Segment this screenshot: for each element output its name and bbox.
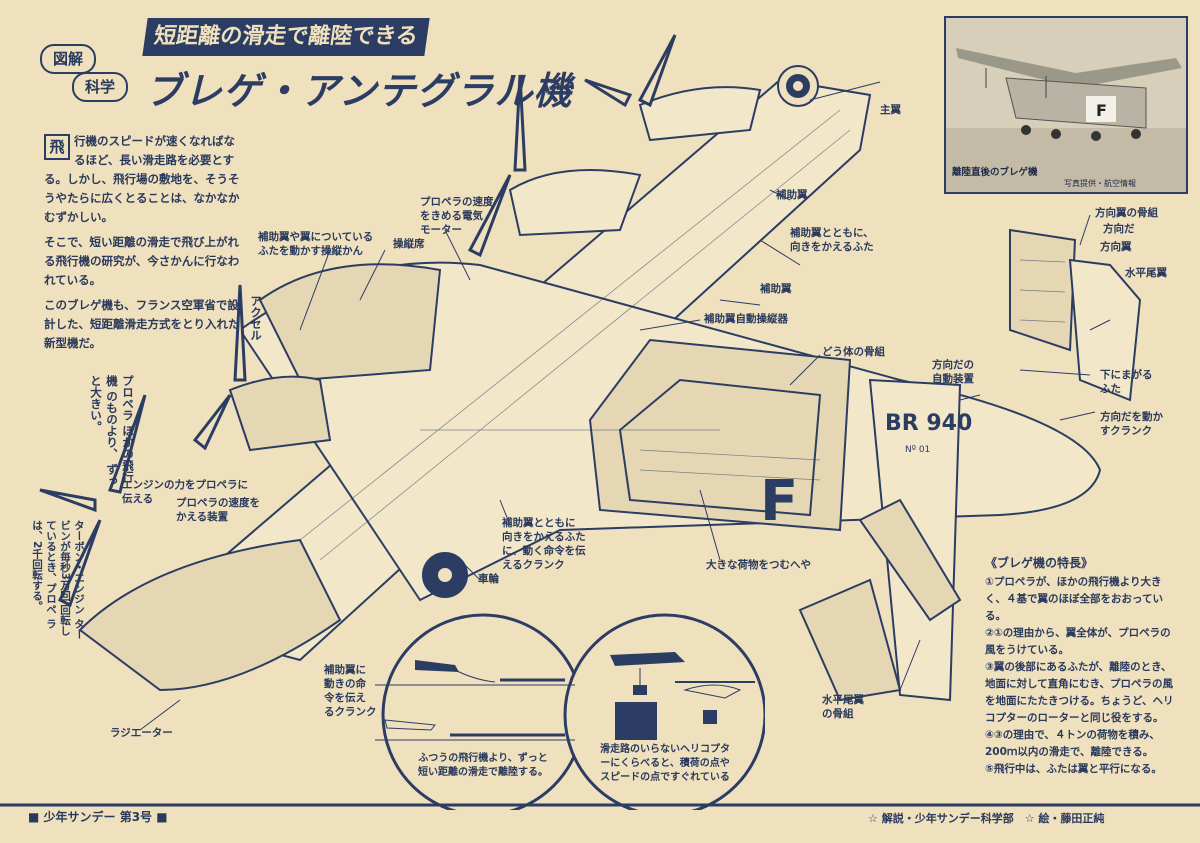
footer-rule [0, 803, 1200, 807]
label-turbine: ターボン・エンジン タービンが毎秒3万回 回転しているとき、プロペ ラは、2千回… [31, 520, 85, 640]
photo-credit: 写真提供・航空情報 [1064, 179, 1136, 188]
aircraft-photo-image: F [946, 18, 1186, 192]
svg-text:F: F [1096, 101, 1107, 120]
label-engine-power: エンジンの力をプロペラに 伝える [122, 479, 248, 505]
label-rudder: 方向だ [1103, 223, 1135, 235]
label-aux-autopilot: 補助翼自動操縦器 [704, 313, 788, 325]
comparison-circles [375, 613, 765, 810]
label-aux-wing-2: 補助翼 [760, 283, 792, 295]
aircraft-photo: F 離陸直後のブレゲ機 写真提供・航空情報 [944, 16, 1188, 194]
dropcap: 飛 [44, 134, 70, 160]
feature-item: ①プロペラが、ほかの飛行機より大きく、４基で翼のほぼ全部をおおっている。 [985, 576, 1163, 622]
intro-paragraph-2: そこで、短い距離の滑走で飛び上がれる飛行機の研究が、今さかんに行なわれている。 [44, 235, 240, 287]
footer-issue: ■ 少年サンデー 第3号 ■ [28, 810, 168, 824]
tail-letter: F [760, 469, 798, 534]
label-rudder-frame: 方向翼の骨組 [1095, 207, 1158, 219]
features-heading: 《ブレゲ機の特長》 [985, 556, 1094, 570]
photo-caption: 離陸直後のブレゲ機 [952, 167, 1038, 178]
footer-credits: ☆ 解説・少年サンデー科学部 ☆ 絵・藤田正純 [868, 812, 1105, 825]
label-vert-wing: 方向翼 [1100, 241, 1132, 253]
section-badge: 図解 科学 [34, 42, 128, 102]
feature-item: ②①の理由から、翼全体が、プロペラの風をうけている。 [985, 627, 1171, 656]
label-body-frame: どう体の骨組 [822, 346, 885, 358]
label-tail-frame: 水平尾翼 の骨組 [822, 694, 864, 720]
label-cockpit: 操縦席 [393, 238, 425, 250]
registration-small: Nº 01 [905, 445, 930, 455]
feature-item: ④③の理由で、４トンの荷物を積み、200ｍ以内の滑走で、離陸できる。 [985, 729, 1160, 758]
circle-right-caption: 滑走路のいらないヘリコプタ ーにくらべると、積荷の点や スピードの点ですぐれてい… [600, 744, 730, 783]
label-tailplane: 水平尾翼 [1125, 267, 1167, 279]
label-cargo: 大きな荷物をつむへや [706, 559, 811, 571]
features-list: 《ブレゲ機の特長》 ①プロペラが、ほかの飛行機より大きく、４基で翼のほぼ全部をお… [985, 555, 1175, 778]
label-main-wing: 主翼 [880, 104, 901, 116]
label-prop-motor: プロペラの速度 をきめる電気 モーター [420, 196, 494, 236]
label-bend-cover: 下にまがる ふた [1100, 369, 1153, 395]
page-title: ブレゲ・アンテグラル機 [145, 69, 573, 113]
label-aux-lever: 補助翼や翼についている ふたを動かす操縦かん [258, 231, 374, 257]
intro-text: 飛行機のスピードが速くなればなるほど、長い滑走路を必要とする。しかし、飛行場の敷… [44, 132, 244, 359]
label-rudder-crank: 方向だを動か すクランク [1100, 411, 1163, 437]
label-aux-cover: 補助翼とともに、 向きをかえるふた [790, 227, 874, 253]
circle-left-caption: ふつうの飛行機より、ずっと 短い距離の滑走で離陸する。 [418, 753, 548, 778]
label-rudder-auto: 方向だの 自動装置 [932, 359, 974, 385]
label-accel: アクセル [249, 295, 263, 341]
badge-bottom: 科学 [72, 72, 128, 102]
label-aux-wing-1: 補助翼 [776, 189, 808, 201]
label-aux-crank: 補助翼とともに 向きをかえるふた に、動く命令を伝 えるクランク [502, 517, 586, 571]
label-propeller: プロペラ ほかの飛行機 のものより、 ずっと大きい。 [89, 375, 135, 487]
label-aux-crank-2: 補助翼に 動きの命 令を伝え るクランク [324, 664, 377, 718]
feature-item: ③翼の後部にあるふたが、離陸のとき、地面に対して直角にむき、プロペラの風を地面に… [985, 661, 1174, 724]
intro-paragraph-3: このブレゲ機も、フランス空軍省で設計した、短距離滑走方式をとり入れた新型機だ。 [44, 298, 240, 350]
feature-item: ⑤飛行中は、ふたは翼と平行になる。 [985, 763, 1162, 775]
intro-paragraph-1: 行機のスピードが速くなればなるほど、長い滑走路を必要とする。しかし、飛行場の敷地… [44, 134, 240, 224]
badge-top: 図解 [40, 44, 96, 74]
label-prop-speed: プロペラの速度を かえる装置 [176, 497, 260, 523]
label-radiator: ラジエーター [110, 727, 173, 739]
label-wheel: 車輪 [478, 573, 499, 585]
registration-mark: BR 940 [885, 411, 972, 436]
